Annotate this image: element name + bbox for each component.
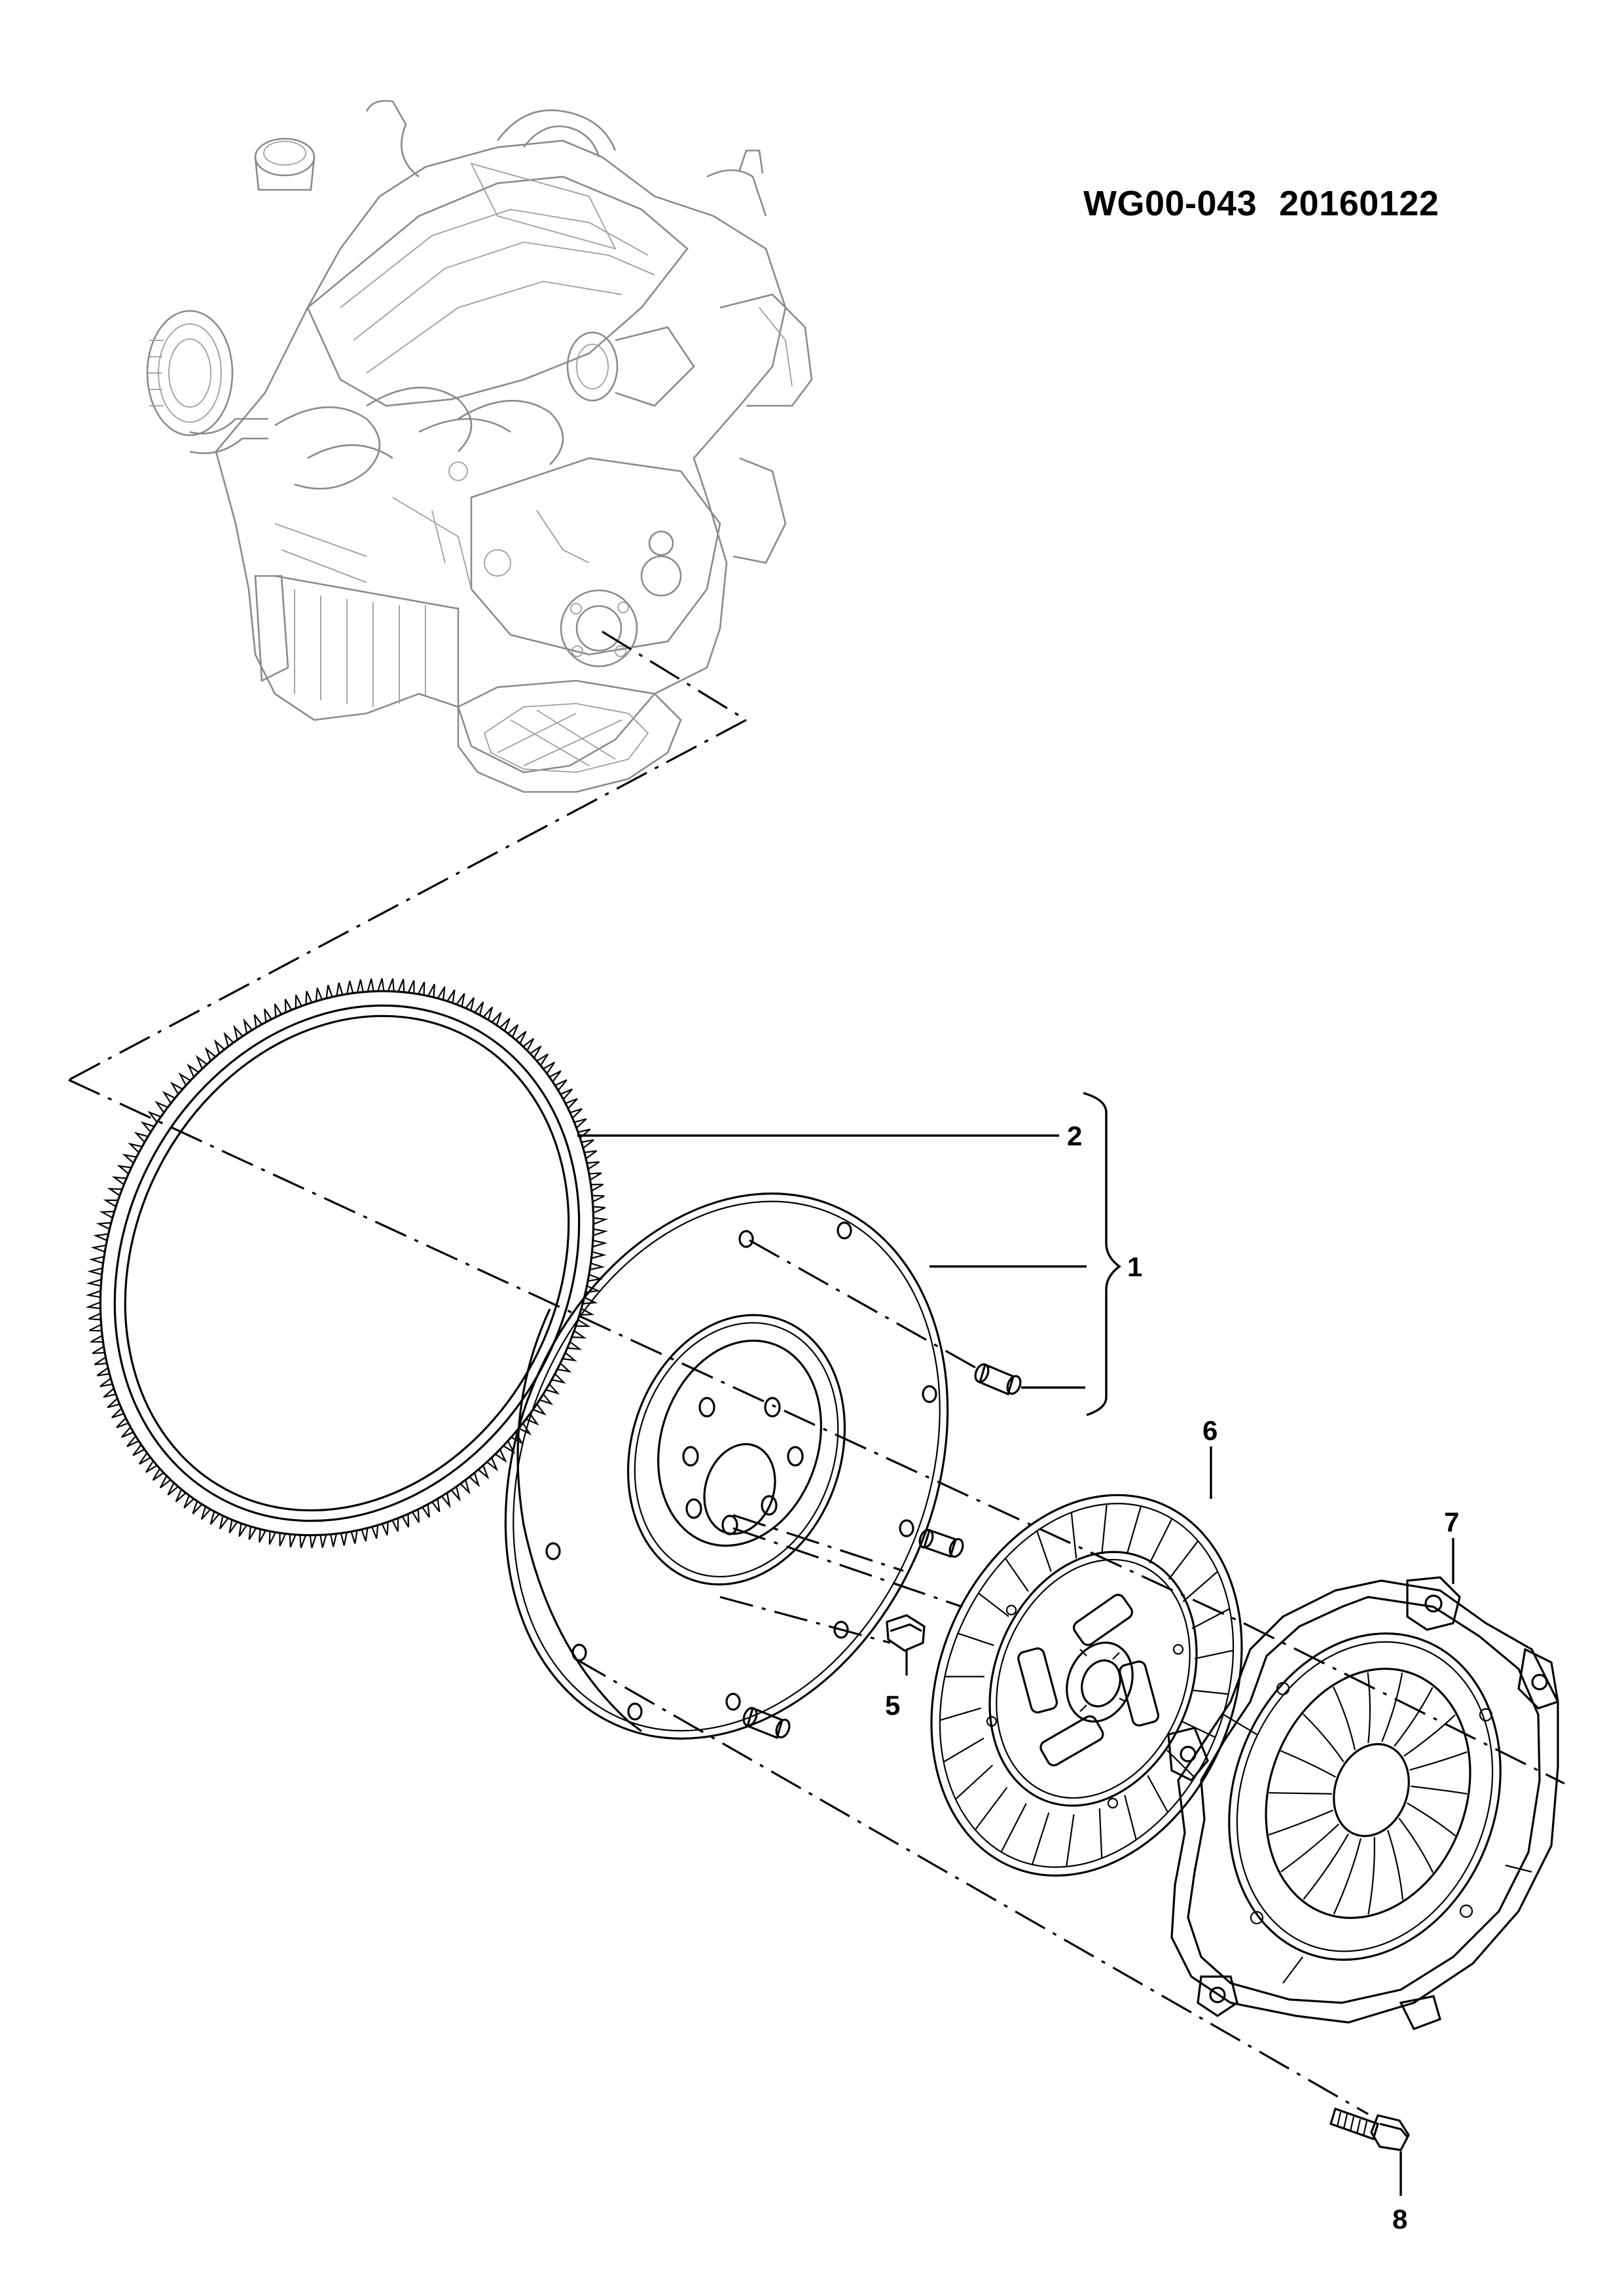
clutch-disc-friction-segments bbox=[939, 1503, 1234, 1867]
flywheel-bolt bbox=[886, 1614, 926, 1676]
gear-tooth-profile bbox=[85, 978, 609, 1549]
callout-1: 1 bbox=[1127, 1251, 1142, 1282]
dowel-pin-middle bbox=[918, 1528, 964, 1558]
drawing-code: WG00-043 bbox=[1083, 184, 1257, 223]
engine-context-illustration bbox=[146, 99, 813, 793]
alignment-center-lines bbox=[68, 630, 1565, 2115]
callout-5: 5 bbox=[885, 1690, 900, 1721]
callout-7: 7 bbox=[1444, 1507, 1459, 1537]
flywheel bbox=[504, 1193, 949, 1740]
clutch-disc bbox=[930, 1494, 1243, 1877]
drawing-date: 20160122 bbox=[1279, 184, 1439, 223]
ring-gear bbox=[85, 978, 609, 1549]
dowel-pin-lower bbox=[742, 1706, 791, 1740]
callout-6: 6 bbox=[1202, 1415, 1218, 1446]
ring-gear-teeth bbox=[85, 978, 609, 1549]
callout-2: 2 bbox=[1067, 1121, 1082, 1151]
diaphragm-spring-fingers bbox=[1269, 1672, 1468, 1914]
clutch-pressure-plate bbox=[1167, 1576, 1559, 2031]
callout-leaders bbox=[577, 1092, 1454, 2196]
dowel-pins bbox=[742, 1363, 1022, 1740]
friction-segment-lines bbox=[939, 1503, 1234, 1867]
callout-labels: 2 1 5 6 7 8 bbox=[885, 1121, 1459, 2234]
drawing-reference: WG00-043 20160122 bbox=[1083, 183, 1461, 224]
dowel-pin-upper bbox=[974, 1363, 1022, 1396]
diaphragm-finger-lines bbox=[1269, 1672, 1468, 1914]
callout-8: 8 bbox=[1392, 2204, 1407, 2234]
pressure-plate-bolt bbox=[1329, 2107, 1410, 2151]
